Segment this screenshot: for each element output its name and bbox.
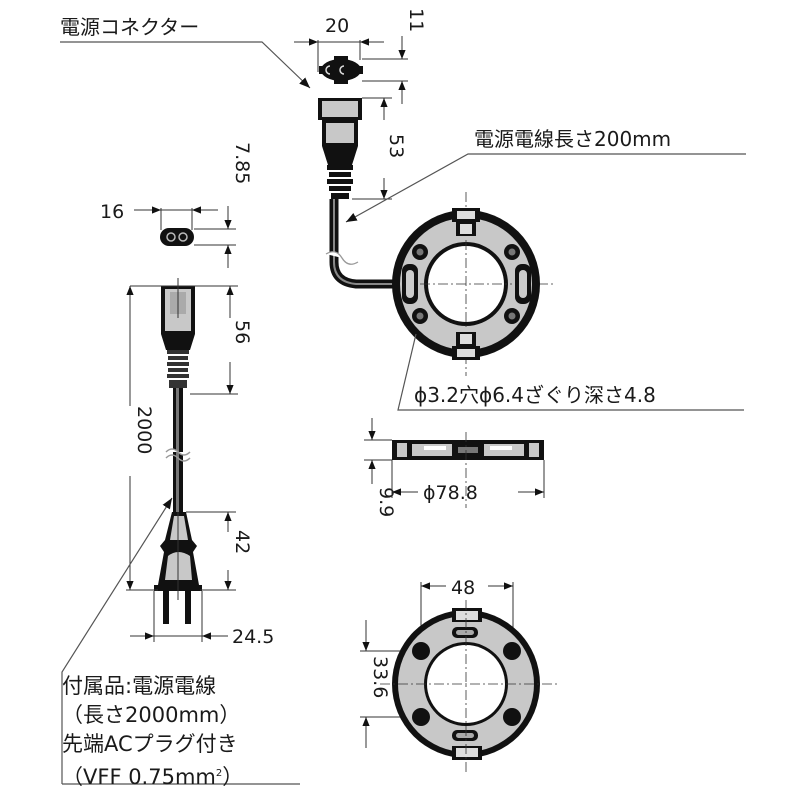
dim-diameter: ϕ78.8 — [423, 482, 478, 504]
accessory-note-line-3: 先端ACプラグ付き — [62, 732, 238, 756]
accessory-leader-line — [61, 497, 173, 784]
connector-label-group: 電源コネクター — [60, 15, 311, 89]
accessory-note-superscript: 2 — [215, 768, 223, 779]
accessory-note-line-2: （長さ2000mm） — [62, 703, 241, 727]
connector-label: 電源コネクター — [60, 15, 199, 39]
dim-hole-pitch-y: 33.6 — [369, 656, 391, 698]
dim-connector-width: 20 — [325, 15, 349, 37]
hole-spec-label-group: ϕ3.2穴ϕ6.4ざぐり深さ4.8 — [397, 333, 744, 411]
accessory-note-line-4: （VFF 0.75mm2） — [62, 759, 320, 792]
base-side-view: 9.9 ϕ78.8 — [364, 418, 545, 517]
dim-plug-body-length: 56 — [231, 320, 253, 344]
dim-connector-length: 53 — [385, 134, 407, 158]
dim-cord-length: 2000 — [133, 406, 155, 454]
accessory-note-line-1: 付属品:電源電線 — [62, 674, 217, 698]
dim-plug-face-height: 7.85 — [231, 142, 253, 184]
connector-body: 53 — [318, 97, 412, 289]
cable-200-label-group: 電源電線長さ200mm — [345, 127, 746, 223]
hole-spec-leader-line — [397, 333, 744, 411]
accessory-note-spec: （VFF 0.75mm — [62, 765, 216, 789]
dim-hole-pitch-x: 48 — [451, 577, 475, 599]
accessory-note-close-paren: ） — [222, 765, 244, 789]
connector-leader-line — [60, 41, 311, 89]
dim-plug-face-width: 16 — [100, 201, 124, 223]
plug-cord-view: 56 2000 42 24.5 — [126, 278, 274, 648]
hole-spec-label: ϕ3.2穴ϕ6.4ざぐり深さ4.8 — [414, 383, 656, 407]
dim-connector-height: 11 — [405, 8, 427, 32]
cable-200-leader-line — [345, 153, 746, 223]
base-top-view — [392, 192, 556, 376]
base-bottom-view: 48 33.6 — [360, 577, 560, 772]
connector-face-view: 20 11 — [294, 8, 427, 104]
accessory-note: 付属品:電源電線 （長さ2000mm） 先端ACプラグ付き （VFF 0.75m… — [62, 672, 320, 792]
cable-200-label: 電源電線長さ200mm — [474, 127, 671, 151]
plug-face-view: 16 7.85 — [100, 142, 253, 268]
dim-ac-plug-width: 24.5 — [232, 626, 274, 648]
dim-ac-plug-length: 42 — [231, 530, 253, 554]
